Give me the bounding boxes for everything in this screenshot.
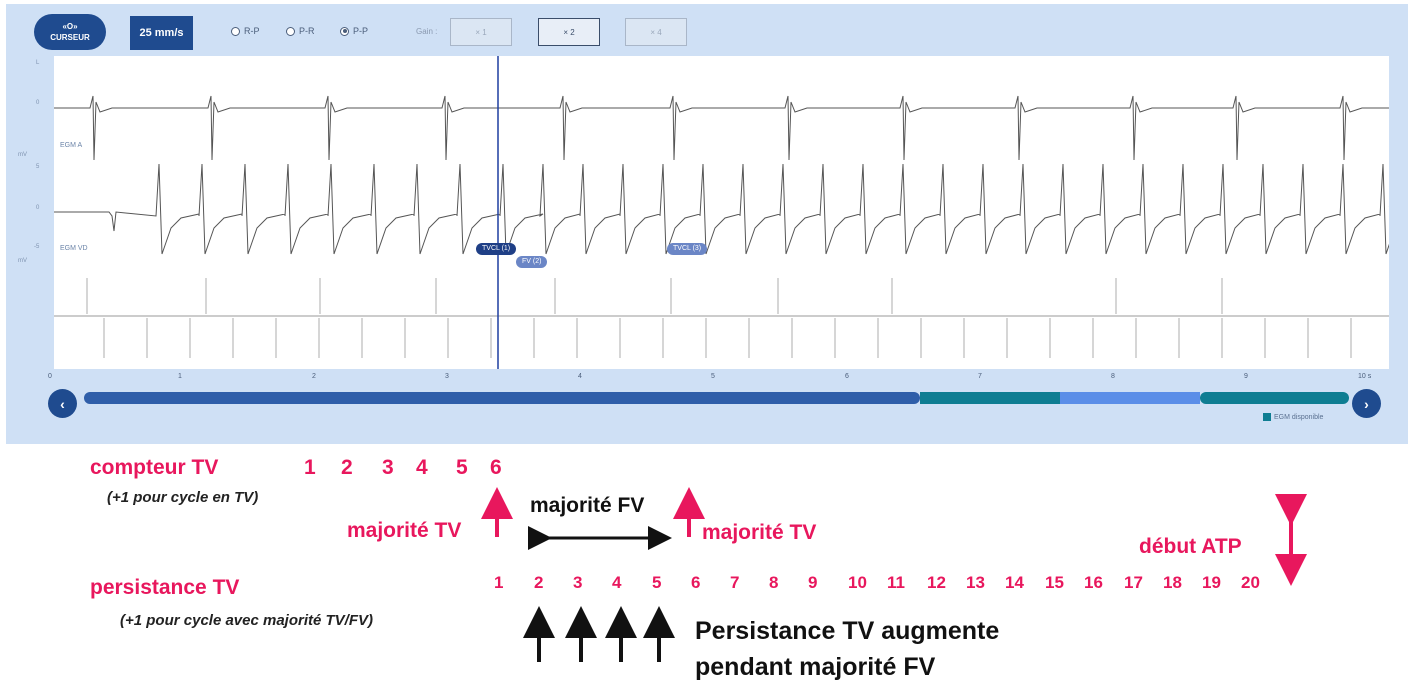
persistance-tv-title: persistance TV: [90, 576, 240, 599]
time-tick: 3: [445, 373, 449, 380]
marker-fv-2[interactable]: FV (2): [516, 256, 548, 268]
compteur-number: 3: [382, 456, 394, 479]
time-tick: 4: [578, 373, 582, 380]
legend-label: EGM disponible: [1274, 413, 1324, 421]
time-tick: 0: [48, 373, 52, 380]
cursor-button[interactable]: «O» CURSEUR: [34, 14, 106, 50]
gain-label: Gain :: [416, 27, 438, 36]
persistance-number: 10: [848, 573, 867, 592]
timeline-segment-light: [1060, 392, 1200, 404]
scroll-right-button[interactable]: ›: [1352, 389, 1381, 418]
egm-a-trace: [54, 95, 1389, 161]
persistance-number: 9: [808, 573, 818, 592]
persistance-number: 17: [1124, 573, 1143, 592]
time-tick: 7: [978, 373, 982, 380]
compteur-number: 5: [456, 456, 468, 479]
chevron-left-icon: ‹: [60, 395, 65, 412]
radio-p-r[interactable]: P-R: [286, 26, 315, 36]
compteur-tv-title: compteur TV: [90, 456, 219, 479]
majorite-tv-right-label: majorité TV: [702, 521, 817, 544]
radio-label: P-R: [299, 26, 315, 36]
compteur-tv-note: (+1 pour cycle en TV): [107, 489, 259, 506]
radio-label: R-P: [244, 26, 260, 36]
persistance-tv-note: (+1 pour cycle avec majorité TV/FV): [120, 612, 374, 629]
persistance-number: 2: [534, 573, 544, 592]
persistance-number: 15: [1045, 573, 1064, 592]
y-axis-tick: 5: [36, 164, 40, 170]
compteur-number: 4: [416, 456, 428, 479]
timeline-scrollbar[interactable]: [84, 392, 1349, 404]
y-axis-tick: -5: [34, 244, 40, 250]
persistance-explanation-line2: pendant majorité FV: [695, 653, 936, 681]
y-axis-tick: L: [36, 60, 40, 66]
persistance-number: 16: [1084, 573, 1103, 592]
radio-r-p[interactable]: R-P: [231, 26, 260, 36]
cursor-button-label: CURSEUR: [50, 33, 90, 42]
speed-button[interactable]: 25 mm/s: [130, 16, 193, 50]
y-axis-tick: 0: [36, 205, 40, 211]
egm-available-legend: EGM disponible: [1263, 413, 1323, 421]
debut-atp-label: début ATP: [1139, 535, 1242, 558]
radio-dot-icon: [286, 26, 295, 36]
scroll-left-button[interactable]: ‹: [48, 389, 77, 418]
radio-dot-selected-icon: [340, 26, 349, 36]
legend-swatch: [1263, 413, 1271, 421]
marker-tvcl-1[interactable]: TVCL (1): [476, 243, 517, 255]
y-axis-tick: 0: [36, 100, 40, 106]
persistance-number: 3: [573, 573, 583, 592]
persistance-number: 13: [966, 573, 985, 592]
cursor-icon: «O»: [62, 22, 78, 31]
y-axis-unit: mV: [18, 258, 27, 264]
y-axis-unit: mV: [18, 152, 27, 158]
persistance-number: 14: [1005, 573, 1024, 592]
compteur-number: 2: [341, 456, 353, 479]
persistance-number: 4: [612, 573, 622, 592]
compteur-number: 6: [490, 456, 502, 479]
timeline-segment-egm: [1200, 392, 1349, 404]
gain-x4-button[interactable]: × 4: [625, 18, 687, 46]
persistance-number: 20: [1241, 573, 1260, 592]
channel-label-egm-a: EGM A: [60, 142, 83, 149]
time-tick: 6: [845, 373, 849, 380]
majorite-tv-left-label: majorité TV: [347, 519, 462, 542]
persistance-number: 8: [769, 573, 779, 592]
persistance-number: 7: [730, 573, 740, 592]
radio-label: P-P: [353, 26, 369, 36]
time-tick: 5: [711, 373, 715, 380]
egm-viewer-panel: «O» CURSEUR 25 mm/s R-P P-R P-P Gain : ×…: [6, 4, 1408, 444]
time-tick: 1: [178, 373, 182, 380]
persistance-number: 6: [691, 573, 701, 592]
chevron-right-icon: ›: [1364, 395, 1369, 412]
gain-x2-button[interactable]: × 2: [538, 18, 600, 46]
persistance-number: 5: [652, 573, 662, 592]
gain-x1-button[interactable]: × 1: [450, 18, 512, 46]
radio-p-p[interactable]: P-P: [340, 26, 368, 36]
majorite-fv-label: majorité FV: [530, 494, 645, 517]
radio-dot-icon: [231, 26, 240, 36]
persistance-explanation-line1: Persistance TV augmente: [695, 617, 1000, 645]
persistance-number: 19: [1202, 573, 1221, 592]
persistance-number: 11: [887, 573, 905, 592]
compteur-number: 1: [304, 456, 316, 479]
timeline-segment-egm: [920, 392, 1060, 404]
time-tick: 2: [312, 373, 316, 380]
egm-vd-trace: [54, 163, 1389, 255]
persistance-number: 1: [494, 573, 504, 592]
marker-tvcl-3[interactable]: TVCL (3): [667, 243, 708, 255]
persistance-number: 12: [927, 573, 946, 592]
persistance-number: 18: [1163, 573, 1182, 592]
time-tick: 9: [1244, 373, 1248, 380]
channel-label-egm-vd: EGM VD: [60, 245, 88, 252]
time-tick: 10 s: [1358, 373, 1372, 380]
egm-plot-area[interactable]: EGM A EGM VD TVCL (1) FV (2) TVCL (3): [54, 56, 1389, 369]
timeline-segment-viewed: [84, 392, 920, 404]
egm-traces: [54, 56, 1389, 369]
time-tick: 8: [1111, 373, 1115, 380]
